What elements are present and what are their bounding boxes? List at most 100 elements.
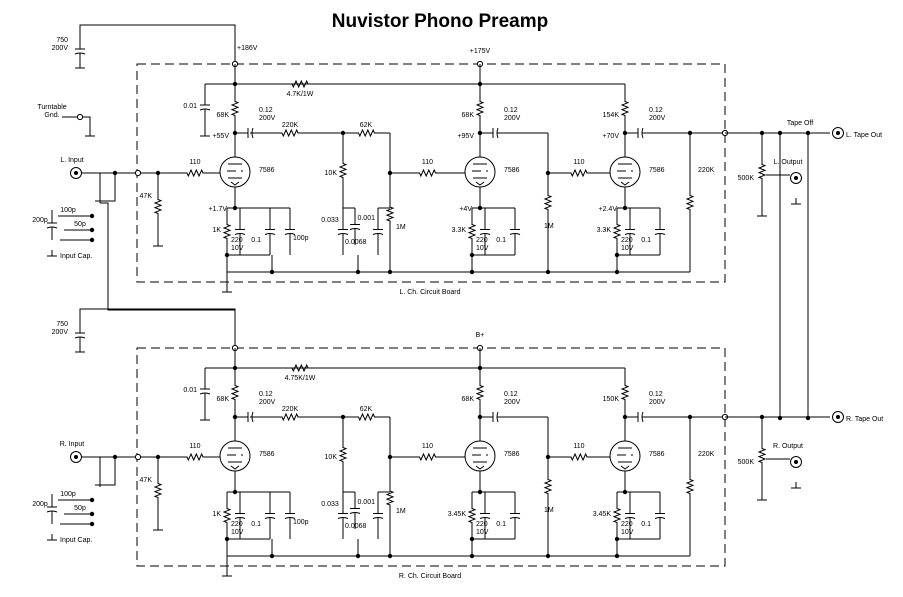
- coupling-cap-voltage: 200V: [259, 115, 276, 122]
- supply-wire: [79, 308, 236, 348]
- cathode-bypass-value: 220: [621, 237, 633, 244]
- resistor: [620, 368, 630, 417]
- tube-envelope: [219, 156, 251, 188]
- grid-leak-value: 1M: [544, 507, 554, 514]
- cathode-bypass-value: 220: [476, 521, 488, 528]
- tape-out-label: L. Tape Out: [846, 132, 882, 139]
- riaa-resistor-62k: 62K: [360, 122, 373, 129]
- cathode-bypass-voltage: 10V: [231, 245, 244, 252]
- resistor: [390, 452, 465, 462]
- junction-dot: [155, 454, 161, 460]
- jack-outer: [70, 167, 82, 179]
- cathode-cap-value: 0.1: [641, 521, 651, 528]
- input-resistor-value: 47K: [140, 193, 153, 200]
- jack-center: [794, 460, 798, 464]
- terminal-node: [134, 453, 142, 461]
- tube-type: 7586: [259, 451, 275, 458]
- cathode-voltage: +2.4V: [599, 206, 618, 213]
- cathode-resistor-value: 3.45K: [593, 511, 612, 518]
- junction-dot: [545, 269, 551, 275]
- supply-voltage: +175V: [470, 48, 491, 55]
- coupling-cap-value: 0.12: [259, 107, 273, 114]
- junction-dot: [89, 237, 95, 243]
- bypass-cap-value: 0.01: [183, 103, 197, 110]
- cathode-bypass-value: 220: [476, 237, 488, 244]
- left-channel: L. Ch. Circuit Board750200V+186V4.7K/1W+…: [32, 24, 882, 296]
- resistor: [685, 133, 695, 272]
- input-label: L. Input: [60, 157, 83, 164]
- cathode-voltage: +1.7V: [209, 206, 228, 213]
- junction-dot: [89, 521, 95, 527]
- riaa-cap-0001: 0.001: [357, 215, 375, 222]
- tube-type: 7586: [504, 167, 520, 174]
- resistor: [153, 457, 163, 524]
- input-cap-50p: 50p: [74, 221, 86, 228]
- tape-off-label: Tape Off: [787, 120, 813, 127]
- plate-resistor-value: 154K: [603, 112, 620, 119]
- junction-dot: [269, 553, 275, 559]
- junction-dot: [614, 553, 620, 559]
- resistor: [170, 168, 220, 178]
- input-cap-50p: 50p: [74, 505, 86, 512]
- input-label: R. Input: [60, 441, 85, 448]
- cathode-cap-value: 0.1: [641, 237, 651, 244]
- plate-resistor-value: 68K: [217, 112, 230, 119]
- plate-resistor-value: 68K: [462, 112, 475, 119]
- supply-voltage: B+: [476, 332, 485, 339]
- junction-dot: [469, 269, 475, 275]
- jack-center: [836, 131, 840, 135]
- coupling-cap-voltage: 200V: [649, 399, 666, 406]
- circuit-board-outline: [136, 63, 726, 283]
- tube-heater: [475, 465, 485, 470]
- input-resistor-value: 47K: [140, 477, 153, 484]
- input-cap-200p: 200p: [32, 217, 48, 224]
- coupling-cap-voltage: 200V: [504, 399, 521, 406]
- shared-wiring: [100, 130, 811, 421]
- resistor: [270, 79, 330, 89]
- right-channel: R. Ch. Circuit Board750200V4.75K/1WB+0.0…: [32, 308, 883, 580]
- jack-outer: [790, 172, 802, 184]
- jack-outer: [70, 451, 82, 463]
- output-pot-value: 500K: [738, 175, 755, 182]
- cathode-bypass-voltage: 10V: [231, 529, 244, 536]
- junction-dot: [89, 497, 95, 503]
- cathode-cap-value: 0.1: [496, 521, 506, 528]
- tube-type: 7586: [649, 451, 665, 458]
- output-resistor-value: 220K: [698, 451, 715, 458]
- jack-center: [836, 415, 840, 419]
- coupling-cap-voltage: 200V: [259, 399, 276, 406]
- volume-pot-value: 1M: [396, 224, 406, 231]
- resistor: [338, 417, 348, 492]
- input-cap-label: Input Cap.: [60, 537, 92, 544]
- junction-dot: [614, 269, 620, 275]
- resistor: [685, 417, 695, 556]
- junction-dot: [387, 170, 393, 176]
- tape-out-label: R. Tape Out: [846, 416, 883, 423]
- resistor: [467, 492, 477, 539]
- resistor: [250, 128, 330, 138]
- junction-dot: [687, 130, 693, 136]
- input-cap-wire: [95, 173, 116, 202]
- cathode-cap-value: 0.1: [251, 521, 261, 528]
- resistor: [338, 133, 348, 208]
- board-label: R. Ch. Circuit Board: [399, 573, 461, 580]
- riaa-cap-00068: 0.0068: [345, 523, 367, 530]
- coupling-cap-value: 0.12: [649, 107, 663, 114]
- resistor: [543, 417, 553, 556]
- coupling-cap-value: 0.12: [504, 107, 518, 114]
- rail: [479, 64, 625, 85]
- junction-dot: [545, 170, 551, 176]
- resistor: [543, 133, 553, 272]
- tube-envelope: [219, 440, 251, 472]
- tube-heater: [620, 181, 630, 186]
- junction-dot: [687, 414, 693, 420]
- supply-wire: [79, 24, 236, 64]
- tube-envelope: [609, 440, 641, 472]
- junction-dot: [269, 269, 275, 275]
- plate-voltage: +70V: [602, 133, 619, 140]
- resistor: [757, 417, 767, 494]
- resistor: [620, 84, 630, 133]
- coupling-cap-value: 0.12: [259, 391, 273, 398]
- cathode-voltage: +4V: [459, 206, 472, 213]
